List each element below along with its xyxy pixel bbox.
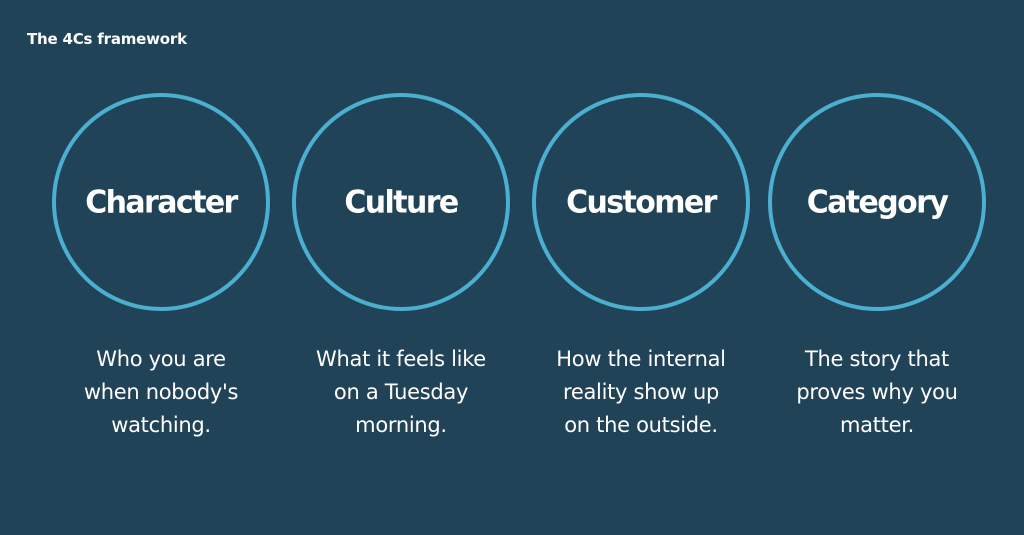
pillar-character: Character Who you are when nobody's watc… xyxy=(41,0,281,535)
description-line: watching. xyxy=(111,413,211,437)
circle-label: Culture xyxy=(344,183,459,221)
pillar-description: What it feels like on a Tuesday morning. xyxy=(281,343,521,442)
pillar-description: The story that proves why you matter. xyxy=(757,343,997,442)
pillar-category: Category The story that proves why you m… xyxy=(757,0,997,535)
circle-category: Category xyxy=(768,93,986,311)
pillar-description: How the internal reality show up on the … xyxy=(521,343,761,442)
description-line: The story that xyxy=(805,347,949,371)
description-line: on a Tuesday xyxy=(333,380,469,404)
pillar-description: Who you are when nobody's watching. xyxy=(41,343,281,442)
pillar-customer: Customer How the internal reality show u… xyxy=(521,0,761,535)
page-title: The 4Cs framework xyxy=(27,30,187,48)
description-line: morning. xyxy=(355,413,447,437)
circle-character: Character xyxy=(52,93,270,311)
description-line: proves why you xyxy=(796,380,958,404)
description-line: Who you are xyxy=(96,347,226,371)
description-line: reality show up xyxy=(562,380,720,404)
circle-culture: Culture xyxy=(292,93,510,311)
circle-label: Character xyxy=(85,183,238,221)
circle-customer: Customer xyxy=(532,93,750,311)
description-line: What it feels like xyxy=(316,347,486,371)
description-line: How the internal xyxy=(556,347,726,371)
description-line: matter. xyxy=(840,413,914,437)
description-line: on the outside. xyxy=(564,413,718,437)
pillar-culture: Culture What it feels like on a Tuesday … xyxy=(281,0,521,535)
circle-label: Customer xyxy=(566,183,717,221)
circle-label: Category xyxy=(806,183,949,221)
description-line: when nobody's xyxy=(83,380,239,404)
